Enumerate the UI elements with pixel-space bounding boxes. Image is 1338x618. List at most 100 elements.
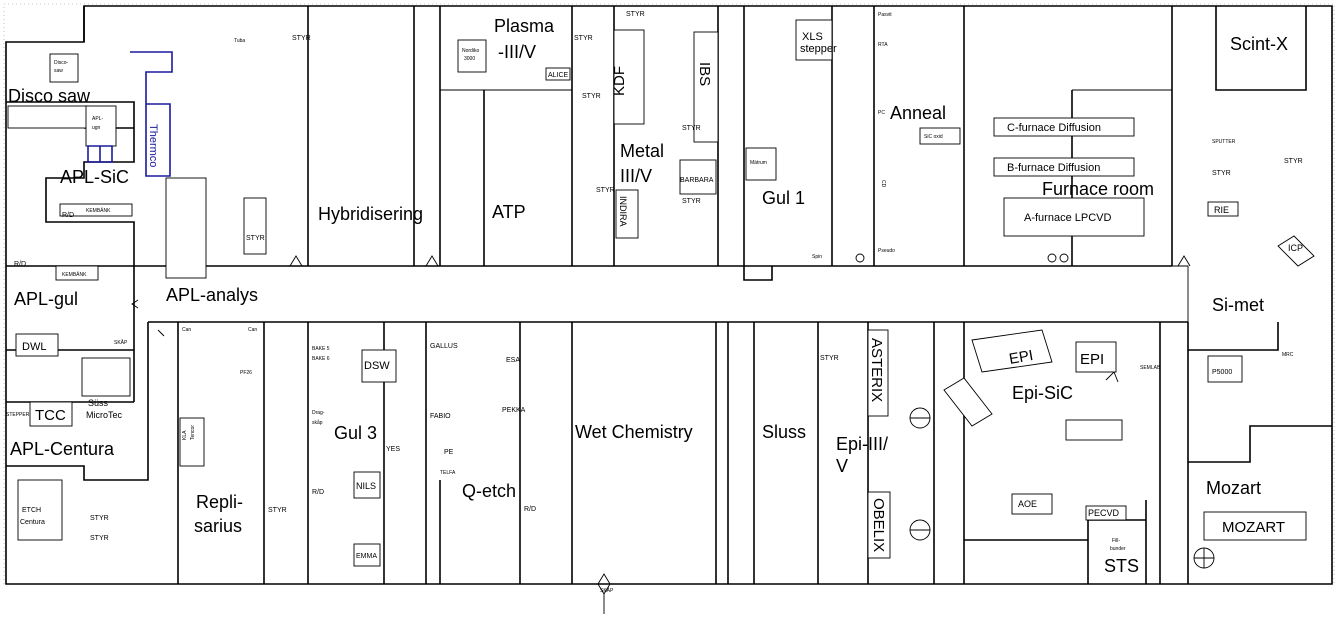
room-label: Disco saw (8, 86, 91, 106)
equipment-label: PC (878, 110, 885, 116)
nordiko-box (457, 39, 487, 73)
equipment-label: BARBARA (680, 177, 714, 184)
styr-label: STYR (582, 93, 601, 100)
entrance-mark (597, 573, 611, 614)
room-label: APL-gul (14, 289, 78, 309)
equipment-label: ETCH (22, 507, 41, 514)
room-label: Scint-X (1230, 34, 1288, 54)
equipment-label: C-furnace Diffusion (1007, 122, 1101, 134)
analys-bench-2 (243, 197, 267, 255)
shower-cross (910, 417, 1214, 568)
drain-icon (1047, 253, 1057, 263)
equipment-label: PEKKA (502, 407, 526, 414)
room-label: Gul 3 (334, 423, 377, 443)
styr-label: STYR (246, 235, 265, 242)
equipment-label: Fill- (1112, 538, 1120, 544)
equipment-label: ugn (92, 125, 101, 131)
equipment-label: Disco- (54, 60, 69, 66)
equipment-label: Centura (20, 519, 45, 526)
nils-box (353, 471, 381, 499)
si-met-wall (1188, 322, 1279, 351)
room-label: Mozart (1206, 478, 1261, 498)
room-label: Plasma (494, 16, 555, 36)
aoe-box (1011, 493, 1053, 515)
styr-label: STYR (90, 515, 109, 522)
room-label: Epi-III/ (836, 434, 888, 454)
room-label: Repli- (196, 492, 243, 512)
disco-saw-bench (7, 105, 89, 129)
equipment-label: Mätrum (750, 160, 767, 166)
equipment-label: OBELIX (870, 498, 887, 552)
equipment-label: GALLUS (430, 343, 458, 350)
asterix-box (867, 329, 889, 417)
equipment-label: APL- (92, 116, 103, 122)
equipment-label: INDIRA (618, 196, 628, 227)
kembank-label: KEMBÄNK (86, 207, 111, 214)
etch-centura-box (17, 479, 63, 541)
a-furnace-box (1003, 197, 1145, 237)
room-label: V (836, 456, 848, 476)
equipment-label: BAKE 5 (312, 346, 330, 352)
ibs-box (693, 31, 719, 143)
indira-box (615, 189, 639, 239)
equipment-label: Pseudo (878, 248, 895, 254)
room-label: Furnace room (1042, 179, 1154, 199)
equipment-label: Tencor (190, 425, 196, 440)
equipment-label: R/D (312, 489, 324, 496)
drain-icon (1059, 253, 1069, 263)
sic-oxid-box (919, 127, 961, 145)
kdf-box (613, 29, 645, 125)
equipment-label: Nordiko (462, 48, 479, 54)
room-label: sarius (194, 516, 242, 536)
room-label: Epi-SiC (1012, 383, 1073, 403)
dwl-box (15, 333, 59, 357)
suss-box (81, 357, 131, 397)
thermco-outline (87, 51, 173, 177)
left-wing-wall (6, 6, 149, 481)
room-label: APL-Centura (10, 439, 115, 459)
mozart-wall (1188, 425, 1332, 463)
equipment-label: Can (182, 327, 191, 333)
equipment-label: AOE (1018, 499, 1037, 509)
apl-ugn-box (85, 105, 117, 147)
p5000-box (1207, 355, 1243, 383)
equipment-label: stepper (800, 43, 837, 55)
room-label: Sluss (762, 422, 806, 442)
room-label: APL-analys (166, 285, 258, 305)
room-label: Anneal (890, 103, 946, 123)
room-label: ATP (492, 202, 526, 222)
dsw-box (361, 349, 397, 383)
equipment-label: 3000 (464, 56, 475, 62)
c-furnace-box (993, 117, 1135, 137)
equipment-label: TELFA (440, 470, 456, 476)
equipment-label: R/D (14, 261, 26, 268)
barbara-box (679, 159, 717, 195)
styr-label: STYR (268, 507, 287, 514)
equipment-label: SEMLAB (1140, 365, 1161, 371)
mozart-box-outline (1203, 511, 1307, 541)
equipment-label: FABIO (430, 413, 451, 420)
corridor-door (1172, 265, 1189, 322)
styr-label: STYR (90, 535, 109, 542)
icp-box (1277, 235, 1315, 267)
equipment-label: BAKE 6 (312, 356, 330, 362)
gul1-bench (745, 147, 777, 181)
styr-label: STYR (596, 187, 615, 194)
xls-box (795, 19, 833, 61)
equipment-label: EPI (1008, 347, 1035, 368)
equipment-label: CD (880, 180, 886, 188)
styr-label: STYR (682, 198, 701, 205)
equipment-label: RTA (878, 42, 888, 48)
alice-box (545, 67, 571, 81)
obelix-box (867, 491, 891, 559)
equipment-label: DSW (364, 360, 390, 372)
equipment-label: MOZART (1222, 519, 1285, 536)
equipment-label: R/D (62, 212, 74, 219)
equipment-label: STEPPER (6, 412, 30, 418)
room-label: Metal (620, 141, 664, 161)
door-mark (131, 255, 1191, 383)
equipment-label: PF26 (240, 370, 252, 376)
disco-saw-box (49, 53, 79, 83)
analys-bench-1 (165, 177, 207, 279)
